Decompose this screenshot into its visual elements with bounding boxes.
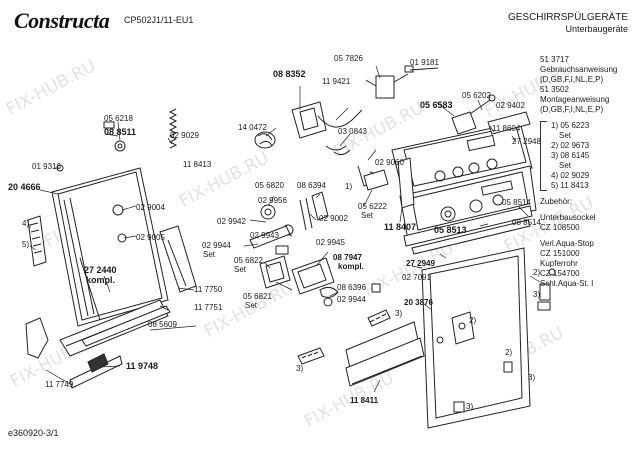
footnote-marker: 3)	[528, 373, 536, 382]
part-label: 05 6822	[234, 256, 263, 265]
footnote-marker: 3)	[466, 402, 474, 411]
part-label: 11 8407	[384, 222, 417, 232]
footnote-marker: 5)	[22, 240, 30, 249]
part-label: 11 9748	[126, 361, 159, 371]
footnote-item: 3) 08 6145	[551, 151, 590, 160]
part-label: 02 9402	[496, 101, 525, 110]
part-set-label: Set	[361, 211, 374, 220]
drawing-id: e360920-3/1	[8, 428, 59, 438]
accessory-item: Schl.Aqua-St. I	[540, 279, 594, 288]
manual-title: Montageanweisung	[540, 95, 610, 104]
part-label: 02 9942	[217, 217, 246, 226]
footnote-marker: 2)	[469, 316, 477, 325]
door-frame-drawing	[25, 108, 197, 389]
part-kompl-label: kompl.	[86, 275, 116, 285]
part-label: 05 6821	[243, 292, 272, 301]
footnote-marker: 3)	[296, 364, 304, 373]
part-label: 05 6222	[358, 202, 387, 211]
part-label: 02 9945	[316, 238, 345, 247]
manual-number: 51 3717	[540, 55, 569, 64]
part-set-label: Set	[245, 301, 258, 310]
part-label: 08 8511	[104, 127, 137, 137]
part-label: 01 9181	[410, 58, 439, 67]
part-label: 27 2948	[512, 137, 541, 146]
part-label: 02 9005	[136, 233, 165, 242]
accessory-code: CZ 108500	[540, 223, 580, 232]
part-set-label: Set	[203, 250, 216, 259]
manual-languages: (D,GB,F,I,NL,E,P)	[540, 75, 604, 84]
part-label: 08 8352	[273, 69, 306, 79]
part-label: 27 2949	[406, 259, 435, 268]
footnote-list: 1) 05 6223 Set 2) 02 9673 3) 08 6145 Set…	[540, 121, 634, 191]
part-label: 05 7826	[334, 54, 363, 63]
part-label: 02 9029	[170, 131, 199, 140]
control-parts-drawing	[249, 65, 439, 307]
part-label: 01 9316	[32, 162, 61, 171]
part-label: 14 0472	[238, 123, 267, 132]
part-label: 11 8604	[492, 124, 521, 133]
part-label: 11 9421	[322, 77, 351, 86]
part-label: 05 6583	[420, 100, 453, 110]
part-label: 08 8514	[512, 218, 541, 227]
part-label: 05 6202	[462, 91, 491, 100]
part-label: 27 2440	[84, 265, 117, 275]
side-info-panel: 51 3717 Gebrauchsanweisung (D,GB,F,I,NL,…	[540, 55, 634, 289]
footnote-marker: 2)	[505, 348, 513, 357]
brand-logo: Constructa	[14, 8, 110, 33]
manual-number: 51 3502	[540, 85, 569, 94]
part-label: 02 9943	[250, 231, 279, 240]
accessories-title: Zubehör:	[540, 197, 573, 206]
footnote-item: 1) 05 6223	[551, 121, 590, 130]
footnote-marker: 4)	[22, 219, 30, 228]
part-set-label: Set	[234, 265, 247, 274]
part-label: 11 8413	[183, 160, 212, 169]
footnote-item: Set	[559, 131, 572, 140]
part-label: 08 6396	[337, 283, 366, 292]
accessory-item: Verl.Aqua-Stop	[540, 239, 594, 248]
control-panel-drawing	[391, 94, 537, 255]
part-label: 02 9944	[202, 241, 231, 250]
part-label: 05 6218	[104, 114, 133, 123]
appliance-category: GESCHIRRSPÜLGERÄTE	[507, 12, 628, 23]
part-label: 11 7749	[45, 380, 74, 389]
footnote-item: Set	[559, 161, 572, 170]
accessory-code: CZ 151000	[540, 249, 580, 258]
part-label: 20 3876	[404, 298, 433, 307]
part-label: 05 8514	[502, 198, 531, 207]
footnote-marker: 3)	[395, 309, 403, 318]
part-label: 03 0843	[338, 127, 367, 136]
appliance-subcategory: Unterbaugeräte	[565, 24, 628, 34]
part-label: 02 9060	[375, 158, 404, 167]
part-label: 05 6820	[255, 181, 284, 190]
part-label: 11 7750	[194, 285, 223, 294]
footnote-marker: 2)	[533, 268, 541, 277]
accessory-item: Unterbausockel	[540, 213, 596, 222]
footnote-item: 5) 11 8413	[551, 181, 589, 190]
part-label: 08 5609	[148, 320, 177, 329]
part-label: 02 9956	[258, 196, 287, 205]
part-label: 20 4666	[8, 182, 41, 192]
part-label: 05 8513	[434, 225, 467, 235]
part-label: 11 7751	[194, 303, 223, 312]
model-number: CP502J1/11-EU1	[124, 15, 194, 25]
part-label: 02 9004	[136, 203, 165, 212]
footnote-item: 4) 02 9029	[551, 171, 590, 180]
part-kompl-label: kompl.	[338, 262, 364, 271]
footnote-marker: 1)	[345, 182, 353, 191]
part-label: 02 9002	[319, 214, 348, 223]
part-label: 11 8411	[350, 396, 379, 405]
accessory-item: Kupferrohr	[540, 259, 578, 268]
part-label: 02 7091	[402, 273, 431, 282]
manual-title: Gebrauchsanweisung	[540, 65, 618, 74]
part-label: 02 9944	[337, 295, 366, 304]
accessory-code: CZ 154700	[540, 269, 580, 278]
footnote-item: 2) 02 9673	[551, 141, 590, 150]
manual-languages: (D,GB,F,I,NL,E,P)	[540, 105, 604, 114]
part-label: 08 6394	[297, 181, 326, 190]
part-label: 08 7947	[333, 253, 362, 262]
front-panel-drawing	[297, 247, 556, 429]
footnote-marker: 3)	[533, 290, 541, 299]
